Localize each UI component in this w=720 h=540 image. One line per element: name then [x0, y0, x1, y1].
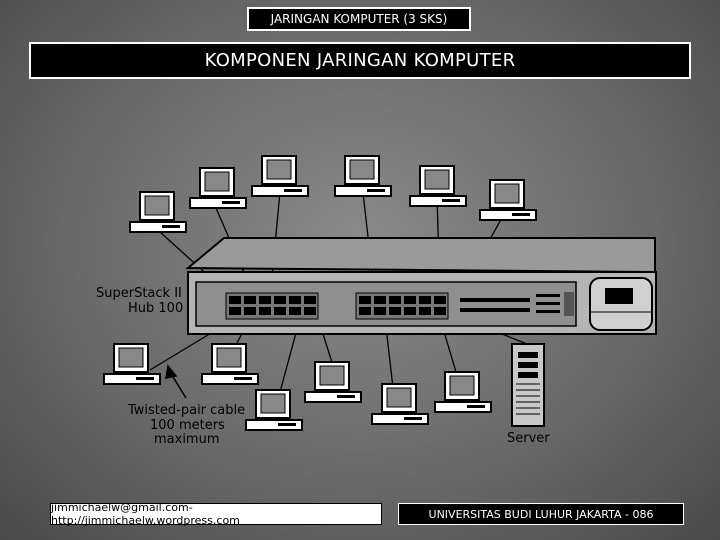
hub-status-leds [460, 292, 574, 316]
workstation-icon [245, 389, 303, 431]
cable-label-line2: 100 meters [150, 418, 225, 433]
workstation-icon [334, 155, 392, 197]
server-label: Server [507, 431, 550, 446]
cable-label-line3: maximum [154, 432, 220, 447]
workstation-icon [479, 179, 537, 221]
workstation-icon [201, 343, 259, 385]
workstation-icon [103, 343, 161, 385]
workstation-icon [409, 165, 467, 207]
workstation-icon [189, 167, 247, 209]
workstation-icon [434, 371, 492, 413]
server-icon [511, 343, 545, 427]
workstation-icon [129, 191, 187, 233]
footer-contact: jimmichaelw@gmail.com- http://jimmichael… [50, 501, 382, 527]
cable-label-line1: Twisted-pair cable [127, 403, 245, 418]
slide-title: KOMPONEN JARINGAN KOMPUTER [29, 42, 691, 79]
workstation-icon [304, 361, 362, 403]
hub-label-line1: SuperStack II [96, 286, 182, 301]
workstation-icon [251, 155, 309, 197]
course-tag-label: JARINGAN KOMPUTER (3 SKS) [270, 12, 448, 26]
footer-contact-text: jimmichaelw@gmail.com- http://jimmichael… [51, 501, 240, 527]
footer-university-text: UNIVERSITAS BUDI LUHUR JAKARTA - 086 [428, 507, 654, 521]
course-tag: JARINGAN KOMPUTER (3 SKS) [247, 7, 471, 31]
footer-university: UNIVERSITAS BUDI LUHUR JAKARTA - 086 [398, 503, 684, 525]
workstation-icon [371, 383, 429, 425]
hub-label-line2: Hub 100 [128, 301, 183, 316]
cable-pointer-arrow [165, 364, 187, 399]
slide-title-label: KOMPONEN JARINGAN KOMPUTER [204, 50, 516, 71]
hub-device [185, 237, 657, 335]
